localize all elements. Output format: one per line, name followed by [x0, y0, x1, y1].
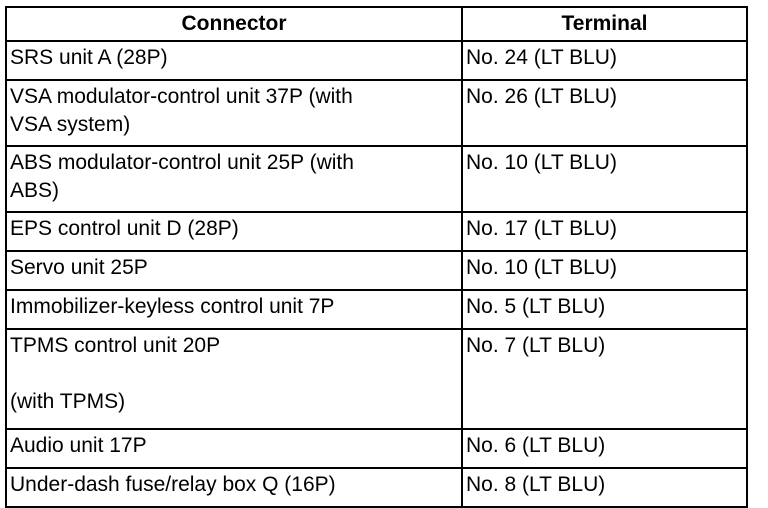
connector-text: EPS control unit D (28P)	[10, 217, 239, 240]
connector-text: TPMS control unit 20P	[10, 334, 221, 357]
connector-text: ABS)	[10, 179, 60, 202]
connector-text: VSA system)	[10, 113, 131, 136]
connector-text: Audio unit 17P	[10, 434, 147, 457]
table-header-row: Connector Terminal	[5, 6, 748, 42]
table-row: SRS unit A (28P) No. 24 (LT BLU)	[5, 40, 748, 81]
terminal-cell: No. 6 (LT BLU)	[461, 428, 748, 469]
terminal-cell: No. 24 (LT BLU)	[461, 40, 748, 81]
connector-text: SRS unit A (28P)	[10, 46, 168, 69]
connector-text: Immobilizer-keyless control unit 7P	[10, 295, 335, 318]
terminal-cell: No. 17 (LT BLU)	[461, 211, 748, 252]
terminal-cell: No. 26 (LT BLU)	[461, 79, 748, 147]
terminal-cell: No. 10 (LT BLU)	[461, 145, 748, 213]
terminal-cell: No. 8 (LT BLU)	[461, 467, 748, 508]
column-header-connector: Connector	[5, 6, 463, 42]
table-row: TPMS control unit 20P (with TPMS) No. 7 …	[5, 328, 748, 430]
terminal-cell: No. 5 (LT BLU)	[461, 289, 748, 330]
connector-terminal-table: Connector Terminal SRS unit A (28P) No. …	[5, 6, 748, 508]
connector-cell: Audio unit 17P	[5, 428, 463, 469]
terminal-cell: No. 10 (LT BLU)	[461, 250, 748, 291]
table-row: EPS control unit D (28P) No. 17 (LT BLU)	[5, 211, 748, 252]
table-row: VSA modulator-control unit 37P (with VSA…	[5, 79, 748, 147]
table-row: ABS modulator-control unit 25P (with ABS…	[5, 145, 748, 213]
connector-cell: Servo unit 25P	[5, 250, 463, 291]
connector-cell: VSA modulator-control unit 37P (with VSA…	[5, 79, 463, 147]
column-header-terminal: Terminal	[461, 6, 748, 42]
connector-cell: Immobilizer-keyless control unit 7P	[5, 289, 463, 330]
table-row: Under-dash fuse/relay box Q (16P) No. 8 …	[5, 467, 748, 508]
connector-text: VSA modulator-control unit 37P (with	[10, 85, 353, 108]
connector-cell: Under-dash fuse/relay box Q (16P)	[5, 467, 463, 508]
table-row: Servo unit 25P No. 10 (LT BLU)	[5, 250, 748, 291]
connector-cell: SRS unit A (28P)	[5, 40, 463, 81]
connector-text: Servo unit 25P	[10, 256, 148, 279]
connector-text: Under-dash fuse/relay box Q (16P)	[10, 473, 336, 496]
connector-cell: TPMS control unit 20P (with TPMS)	[5, 328, 463, 430]
terminal-cell: No. 7 (LT BLU)	[461, 328, 748, 430]
connector-cell: ABS modulator-control unit 25P (with ABS…	[5, 145, 463, 213]
connector-cell: EPS control unit D (28P)	[5, 211, 463, 252]
connector-text: (with TPMS)	[10, 390, 126, 413]
table-row: Audio unit 17P No. 6 (LT BLU)	[5, 428, 748, 469]
connector-text: ABS modulator-control unit 25P (with	[10, 151, 354, 174]
table-row: Immobilizer-keyless control unit 7P No. …	[5, 289, 748, 330]
